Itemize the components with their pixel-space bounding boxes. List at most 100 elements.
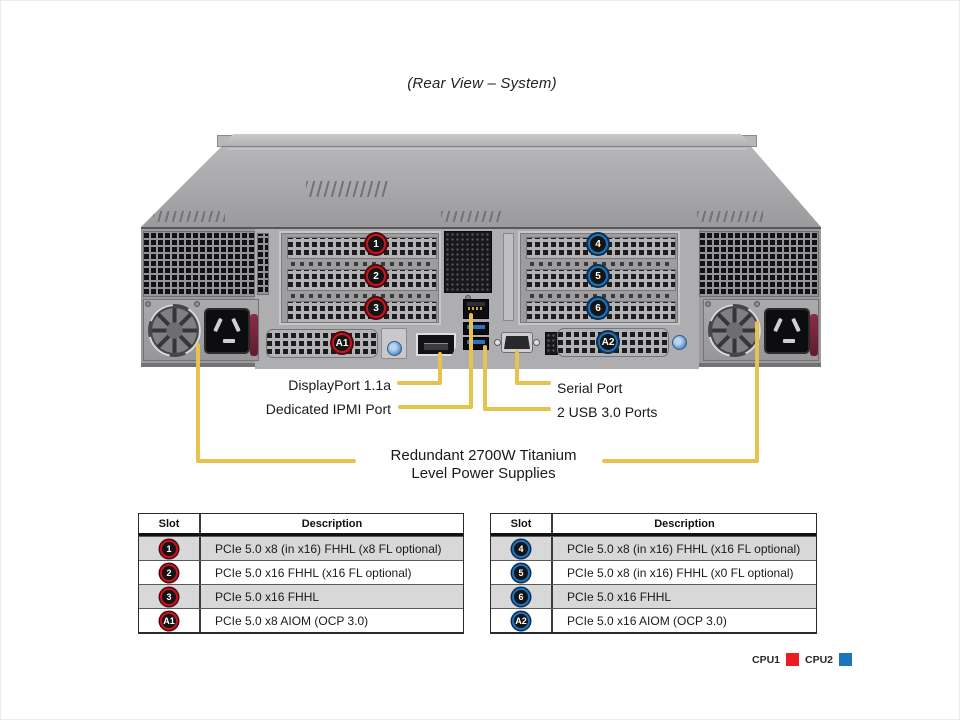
cover-vent-slashes bbox=[153, 211, 225, 222]
pcie-slot-bank-left bbox=[279, 231, 441, 325]
psu-vent-grid-left bbox=[143, 231, 255, 297]
psu-release-lever bbox=[810, 314, 818, 356]
label-usb: 2 USB 3.0 Ports bbox=[557, 404, 658, 420]
slot-separator bbox=[530, 262, 672, 266]
pcie-slot-3 bbox=[287, 301, 437, 323]
thumbscrew bbox=[387, 341, 402, 356]
table-header: Slot Description bbox=[139, 514, 463, 536]
psu-fan-icon bbox=[147, 303, 202, 358]
chassis-fold-line bbox=[227, 148, 747, 150]
callout-line-displayport bbox=[397, 381, 442, 385]
slot-description: PCIe 5.0 x8 (in x16) FHHL (x0 FL optiona… bbox=[567, 565, 794, 580]
table-row: 6 PCIe 5.0 x16 FHHL bbox=[491, 584, 816, 608]
serial-port-connector bbox=[494, 331, 540, 355]
io-vent-block bbox=[444, 231, 492, 293]
callout-line-psu-right bbox=[602, 459, 759, 463]
slot-separator bbox=[291, 262, 433, 266]
callout-line-serial bbox=[515, 381, 551, 385]
slot-description: PCIe 5.0 x16 FHHL (x16 FL optional) bbox=[215, 565, 412, 580]
table-header: Slot Description bbox=[491, 514, 816, 536]
table-row: 2 PCIe 5.0 x16 FHHL (x16 FL optional) bbox=[139, 560, 463, 584]
label-displayport: DisplayPort 1.1a bbox=[288, 377, 391, 393]
table-row: A1 PCIe 5.0 x8 AIOM (OCP 3.0) bbox=[139, 608, 463, 632]
slot-description: PCIe 5.0 x8 AIOM (OCP 3.0) bbox=[215, 613, 369, 628]
column-header-description: Description bbox=[654, 517, 715, 530]
aiom-bay-a1 bbox=[266, 329, 378, 358]
chassis-top-lip bbox=[221, 134, 753, 147]
server-rear-illustration: 1 2 3 A1 4 5 6 A2 bbox=[141, 131, 821, 369]
cpu1-color-swatch bbox=[786, 653, 800, 666]
slot-badge-3: 3 bbox=[366, 298, 386, 318]
label-power-supplies-line2: Level Power Supplies bbox=[411, 465, 556, 482]
label-ipmi: Dedicated IPMI Port bbox=[265, 401, 391, 417]
legend-cpu2-label: CPU2 bbox=[805, 653, 834, 666]
callout-line-psu-left bbox=[196, 459, 356, 463]
psu-fan-icon bbox=[707, 303, 762, 358]
ipmi-lan-port bbox=[463, 299, 489, 319]
table-row: 1 PCIe 5.0 x8 (in x16) FHHL (x8 FL optio… bbox=[139, 536, 463, 560]
figure-title: (Rear View – System) bbox=[407, 75, 557, 92]
slot-badge-3: 3 bbox=[160, 587, 178, 606]
slot-table-left: Slot Description 1 PCIe 5.0 x8 (in x16) … bbox=[138, 513, 464, 634]
label-power-supplies-line1: Redundant 2700W Titanium bbox=[390, 447, 577, 464]
slot-badge-4: 4 bbox=[588, 234, 608, 254]
power-supply-right bbox=[703, 299, 819, 361]
cover-vent-slashes bbox=[441, 211, 503, 222]
small-vent bbox=[545, 332, 558, 355]
pcie-slot-2 bbox=[287, 269, 437, 291]
serial-screw-left bbox=[494, 339, 501, 346]
vent-strip bbox=[257, 233, 269, 295]
callout-line-usb bbox=[483, 345, 487, 411]
power-inlet bbox=[204, 308, 250, 354]
table-row: 5 PCIe 5.0 x8 (in x16) FHHL (x0 FL optio… bbox=[491, 560, 816, 584]
psu-release-lever bbox=[250, 314, 258, 356]
slot-badge-6: 6 bbox=[588, 298, 608, 318]
slot-description: PCIe 5.0 x8 (in x16) FHHL (x8 FL optiona… bbox=[215, 541, 442, 556]
rear-panel: 1 2 3 A1 4 5 6 A2 bbox=[141, 227, 821, 369]
column-header-slot: Slot bbox=[491, 514, 553, 533]
power-supply-left bbox=[143, 299, 259, 361]
slot-description: PCIe 5.0 x16 AIOM (OCP 3.0) bbox=[567, 613, 727, 628]
column-header-description: Description bbox=[301, 517, 363, 530]
ocp-latch-a1 bbox=[381, 328, 407, 359]
callout-line-displayport bbox=[438, 352, 442, 384]
cover-vent-slashes bbox=[306, 181, 388, 197]
slot-separator bbox=[530, 294, 672, 298]
slot-table-right: Slot Description 4 PCIe 5.0 x8 (in x16) … bbox=[490, 513, 817, 634]
callout-line-psu-right bbox=[755, 321, 759, 463]
psu-vent-grid-right bbox=[699, 231, 819, 297]
column-header-slot: Slot bbox=[139, 514, 201, 533]
slot-badge-1: 1 bbox=[366, 234, 386, 254]
slot-badge-a2: A2 bbox=[598, 332, 618, 352]
screw bbox=[705, 301, 711, 307]
label-serial: Serial Port bbox=[557, 380, 623, 396]
slot-badge-a1: A1 bbox=[332, 333, 352, 353]
slot-badge-1: 1 bbox=[160, 539, 178, 558]
legend-cpu1-label: CPU1 bbox=[752, 653, 781, 666]
table-row: A2 PCIe 5.0 x16 AIOM (OCP 3.0) bbox=[491, 608, 816, 632]
cover-vent-slashes bbox=[697, 211, 763, 222]
callout-line-usb bbox=[483, 407, 551, 411]
slot-badge-a1: A1 bbox=[160, 611, 178, 630]
screw bbox=[145, 301, 151, 307]
slot-badge-a2: A2 bbox=[512, 611, 530, 630]
slot-badge-5: 5 bbox=[588, 266, 608, 286]
table-row: 3 PCIe 5.0 x16 FHHL bbox=[139, 584, 463, 608]
slot-badge-5: 5 bbox=[512, 563, 530, 582]
slot-badge-4: 4 bbox=[512, 539, 530, 558]
usb3-port-top bbox=[463, 322, 489, 335]
ocp-latch-a2 bbox=[672, 335, 687, 350]
displayport-connector bbox=[416, 333, 456, 356]
slot-badge-2: 2 bbox=[366, 266, 386, 286]
pcie-slot-1 bbox=[287, 237, 437, 259]
screw bbox=[194, 301, 200, 307]
table-row: 4 PCIe 5.0 x8 (in x16) FHHL (x16 FL opti… bbox=[491, 536, 816, 560]
bracket-strip bbox=[503, 233, 514, 321]
callout-line-serial bbox=[515, 350, 519, 385]
slot-description: PCIe 5.0 x16 FHHL bbox=[567, 589, 672, 604]
slot-badge-2: 2 bbox=[160, 563, 178, 582]
label-power-supplies: Redundant 2700W Titanium Level Power Sup… bbox=[341, 447, 626, 483]
serial-screw-right bbox=[533, 339, 540, 346]
callout-line-psu-left bbox=[196, 343, 200, 463]
